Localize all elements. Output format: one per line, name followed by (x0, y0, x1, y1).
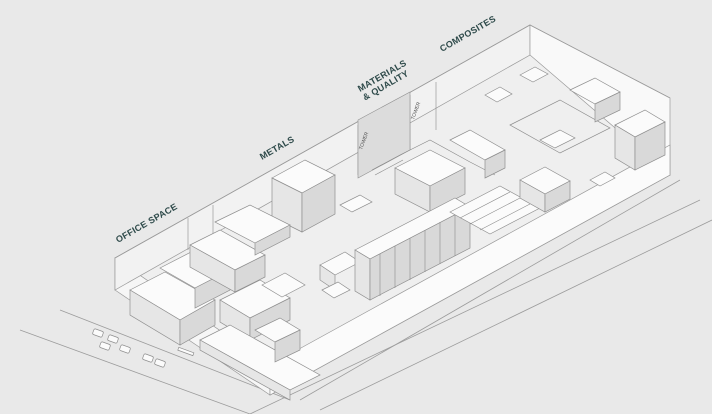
lab-benches (354, 185, 541, 301)
office-blocks (129, 229, 321, 401)
composites-equipment (449, 66, 666, 213)
zone-label-composites: COMPOSITES (438, 14, 498, 54)
parked-cars (92, 328, 195, 368)
zone-label-metals: METALS (258, 134, 296, 162)
materials-equipment (371, 139, 496, 213)
ground-lines (19, 179, 712, 414)
metals-equipment (214, 159, 373, 299)
